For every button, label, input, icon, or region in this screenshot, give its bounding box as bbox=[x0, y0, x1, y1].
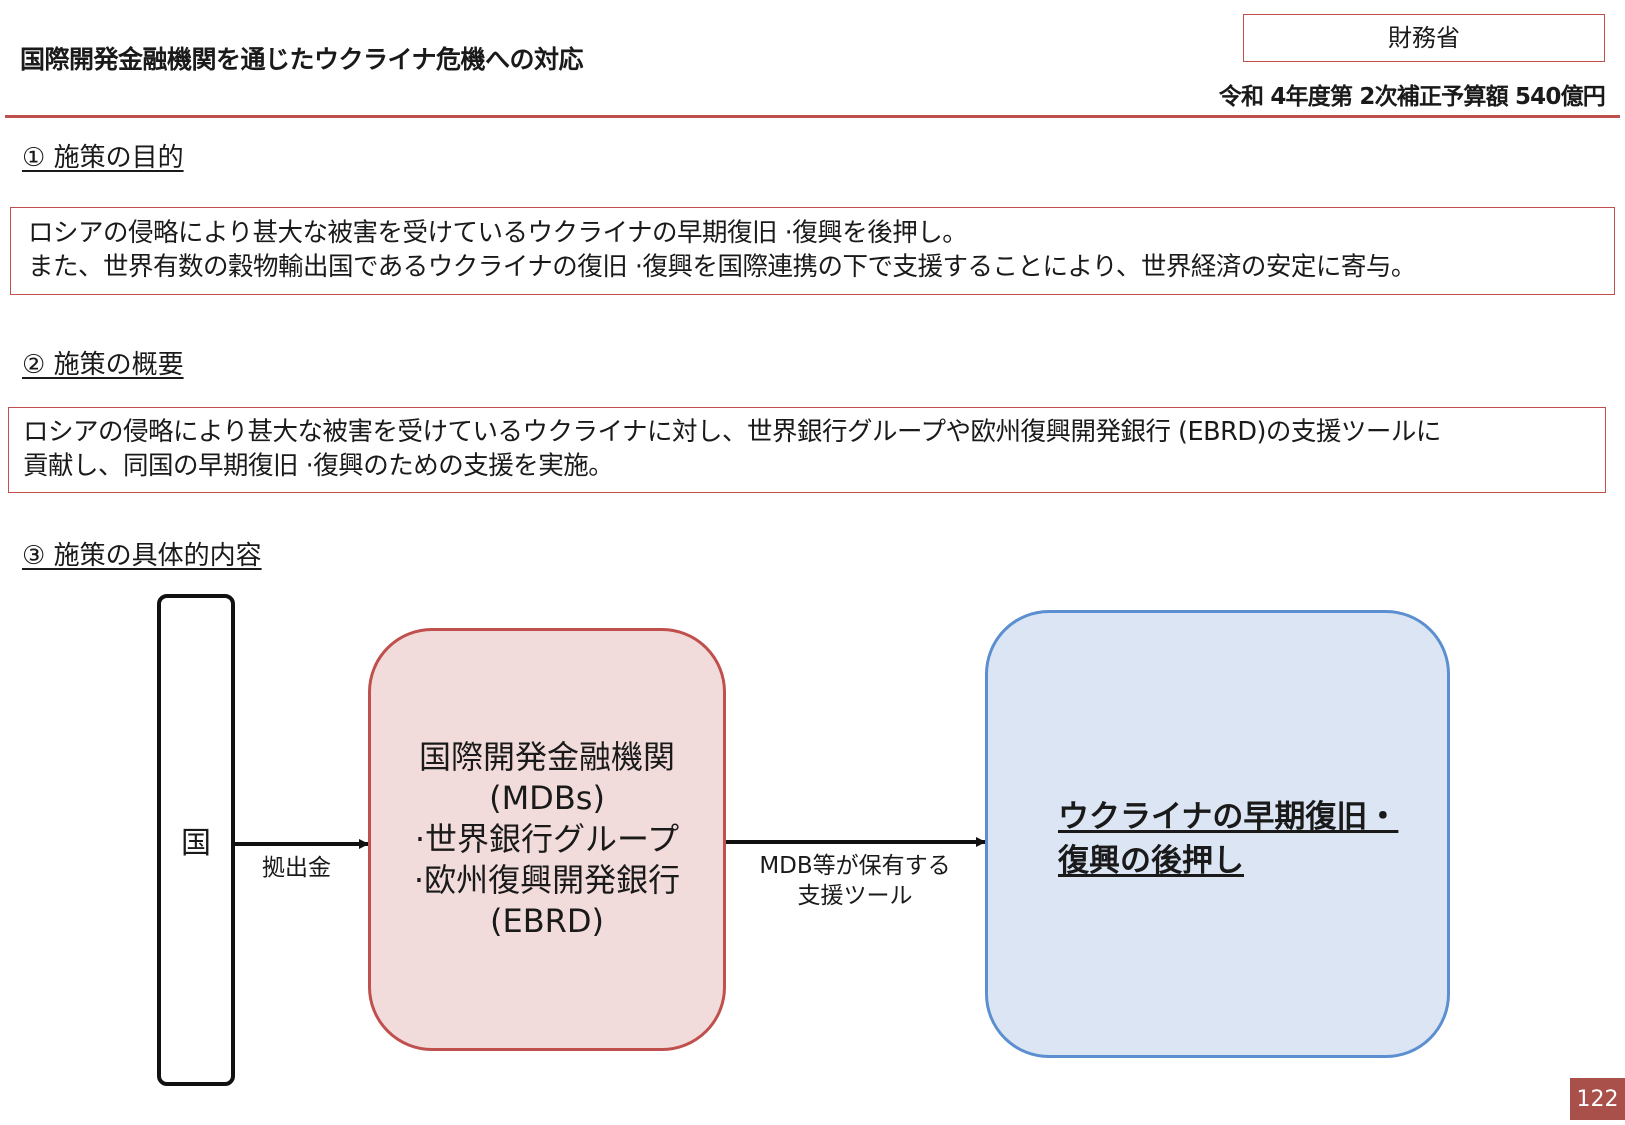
section-heading-overview: ② 施策の概要 bbox=[22, 350, 184, 380]
purpose-line-2: また、世界有数の穀物輸出国であるウクライナの復旧 ·復興を国際連携の下で支援する… bbox=[28, 252, 1416, 282]
budget-amount: 令和 4年度第 2次補正予算額 540億円 bbox=[1218, 84, 1606, 110]
mdb-line-2: (MDBs) bbox=[489, 779, 605, 817]
mdb-line-1: 国際開発金融機関 bbox=[418, 738, 675, 776]
node-mdbs: 国際開発金融機関 (MDBs) ·世界銀行グループ ·欧州復興開発銀行 (EBR… bbox=[368, 628, 726, 1051]
section-heading-purpose: ① 施策の目的 bbox=[22, 143, 184, 173]
purpose-line-1: ロシアの侵略により甚大な被害を受けているウクライナの早期復旧 ·復興を後押し。 bbox=[28, 218, 968, 248]
overview-box: ロシアの侵略により甚大な被害を受けているウクライナに対し、世界銀行グループや欧州… bbox=[8, 407, 1606, 493]
mdb-line-5: (EBRD) bbox=[489, 902, 604, 940]
node-country-label: 国 bbox=[181, 826, 211, 861]
ministry-label: 財務省 bbox=[1243, 14, 1605, 62]
node-goal: ウクライナの早期復旧・ 復興の後押し bbox=[985, 610, 1450, 1058]
overview-line-1: ロシアの侵略により甚大な被害を受けているウクライナに対し、世界銀行グループや欧州… bbox=[23, 417, 1441, 447]
overview-line-2: 貢献し、同国の早期復旧 ·復興のための支援を実施。 bbox=[23, 451, 614, 481]
mdb-line-3: ·世界銀行グループ bbox=[414, 820, 680, 858]
purpose-box: ロシアの侵略により甚大な被害を受けているウクライナの早期復旧 ·復興を後押し。 … bbox=[10, 207, 1615, 295]
arrow-label-line-1: MDB等が保有する bbox=[759, 853, 951, 879]
page-number-badge: 122 bbox=[1570, 1078, 1625, 1120]
goal-line-2: 復興の後押し bbox=[1058, 843, 1244, 879]
goal-line-1: ウクライナの早期復旧・ bbox=[1058, 799, 1399, 835]
section-heading-details: ③ 施策の具体的内容 bbox=[22, 541, 262, 571]
arrow-label-line-2: 支援ツール bbox=[797, 883, 913, 909]
mdb-line-4: ·欧州復興開発銀行 bbox=[413, 861, 681, 899]
arrow-label-contribution: 拠出金 bbox=[262, 855, 331, 881]
arrow-label-support-tools: MDB等が保有する 支援ツール bbox=[745, 851, 965, 911]
page-title: 国際開発金融機関を通じたウクライナ危機への対応 bbox=[20, 45, 584, 74]
goal-text: ウクライナの早期復旧・ 復興の後押し bbox=[1058, 795, 1398, 883]
header-divider bbox=[5, 115, 1620, 118]
node-country: 国 bbox=[157, 594, 235, 1086]
